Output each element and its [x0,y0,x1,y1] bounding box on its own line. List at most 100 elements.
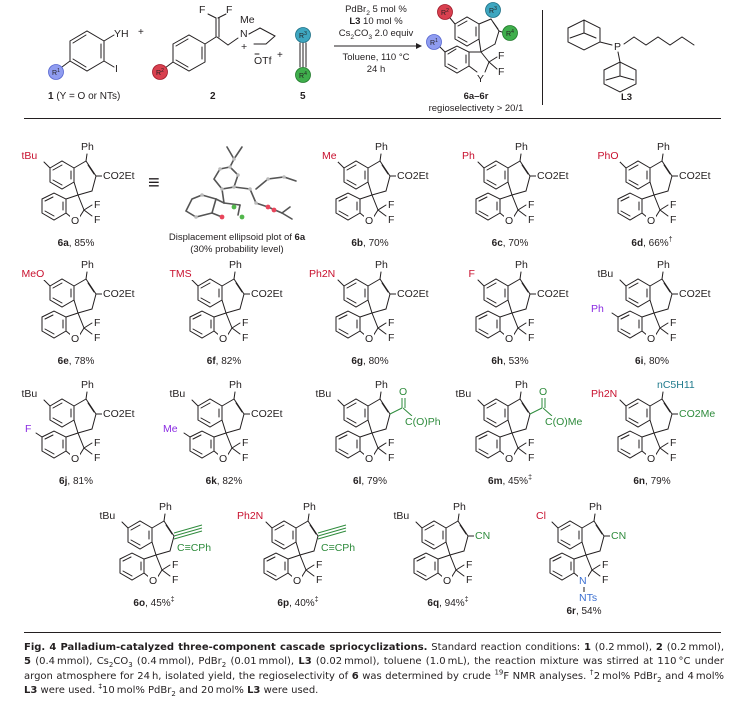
r3-label-text: Ph [159,501,172,513]
r4-label-text: CO2Et [537,288,569,300]
reaction-arrow [334,43,422,49]
r3-label: nC5H11 [656,379,696,391]
ring-o-label-text: O [219,333,228,345]
fluoro-label: F [171,559,180,571]
r4-label-text: CO2Et [103,170,135,182]
ring-o-label-text: O [365,215,374,227]
fluoro-label: F [387,317,396,329]
compound-bonds-6i [611,271,679,339]
r4-label: C≡CPh [176,542,213,554]
r4-label-text: C≡CPh [177,542,212,554]
compound-id: 6k [205,476,217,487]
ring-o-label: O [646,215,657,227]
regioselectivity-note: regioselectivety > 20/1 [428,103,524,114]
ring-o-label: O [70,215,81,227]
compound-label: 6n, 79% [633,476,670,488]
methyl-label: Me [240,14,255,26]
r2-label-text: Ph2N [591,388,618,400]
compound-id: 6d [631,238,644,249]
fluoro-label: F [315,559,324,571]
r2-label-text: tBu [597,268,614,280]
compound-id: 6l [353,476,362,487]
compound-label: 6f, 82% [207,356,241,368]
r2-label-text: tBu [455,388,472,400]
base-line: Cs2CO3 2.0 equiv [338,28,414,41]
fluoro-label: F [527,452,536,464]
oxygen-atom [265,204,271,210]
r3-label: Ph [80,379,95,391]
product-r2-badge [437,4,453,20]
r2-label-text: tBu [393,510,410,522]
fluoro-label-2: F [226,4,232,16]
compound-label: 6r, 54% [566,606,601,618]
compound-yield: , 45% [502,476,529,487]
fluoro-label: F [465,574,474,586]
r3-label-text: Ph [303,501,316,513]
figure-title: Fig. 4 Palladium-catalyzed three-compone… [24,642,428,653]
r3-label: Ph [514,379,529,391]
fluoro-label: F [387,199,396,211]
compound-yield: , 54% [575,606,602,617]
r3-label-text: Ph [375,259,388,271]
r3-label: Ph [588,501,603,513]
r4-label-text: CN [611,530,627,542]
r2-label-text: PhO [597,150,619,162]
product-r3-badge [485,2,501,18]
fluoro-label: F [669,199,678,211]
ring-o-label: O [292,575,303,587]
compound-label: 6m, 45%‡ [488,475,532,488]
time-line: 24 h [366,64,386,75]
compound-id: 6e [57,356,69,367]
r4-label: CO2Et [536,170,570,182]
carbonyl-o-label: O [398,386,409,398]
fluoro-label: F [93,214,102,226]
r4-label-text: C(O)Ph [405,416,441,428]
compound-label: 6j, 81% [59,476,93,488]
r1-label-text: Ph [591,303,604,315]
r4-label: CO2Et [678,170,712,182]
r4-label-text: CO2Et [397,288,429,300]
caption-top-rule [24,632,721,633]
r3-badge [295,27,311,43]
compound-footnote-mark: ‡ [170,596,175,604]
fluoro-label: F [93,332,102,344]
r2-label-text: Ph2N [309,268,336,280]
fluoro-label: F [171,574,180,586]
compound-label: 6g, 80% [351,356,388,368]
compound-id: 6g [351,356,364,367]
r3-label: Ph [80,259,95,271]
compound-yield: , 94% [439,598,465,609]
ring-o-label: O [442,575,453,587]
r3-label-text: Ph [515,141,528,153]
r4-label: CN [474,530,492,542]
ring-o-label-text: O [647,453,656,465]
ts-label-text: NTs [579,592,598,604]
adamantyl-lower [603,61,637,93]
ts-label: NTs [578,592,599,604]
r3-label: Ph [374,141,389,153]
r2-label: F [467,268,476,280]
reactant-5-label: 5 [300,91,306,102]
fluoro-label: F [601,574,610,586]
plus-sign-2: + [277,50,283,61]
r3-label: Ph [656,141,671,153]
fluorine-atom [239,214,245,220]
fluoro-label: F [387,437,396,449]
ring-o-label-text: O [149,575,158,587]
fluoro-label: F [387,452,396,464]
compound-bonds-6b [335,153,397,221]
r2-label: Ph2N [308,268,337,280]
r2-label: Me [321,150,338,162]
oxygen-atom [271,207,277,213]
